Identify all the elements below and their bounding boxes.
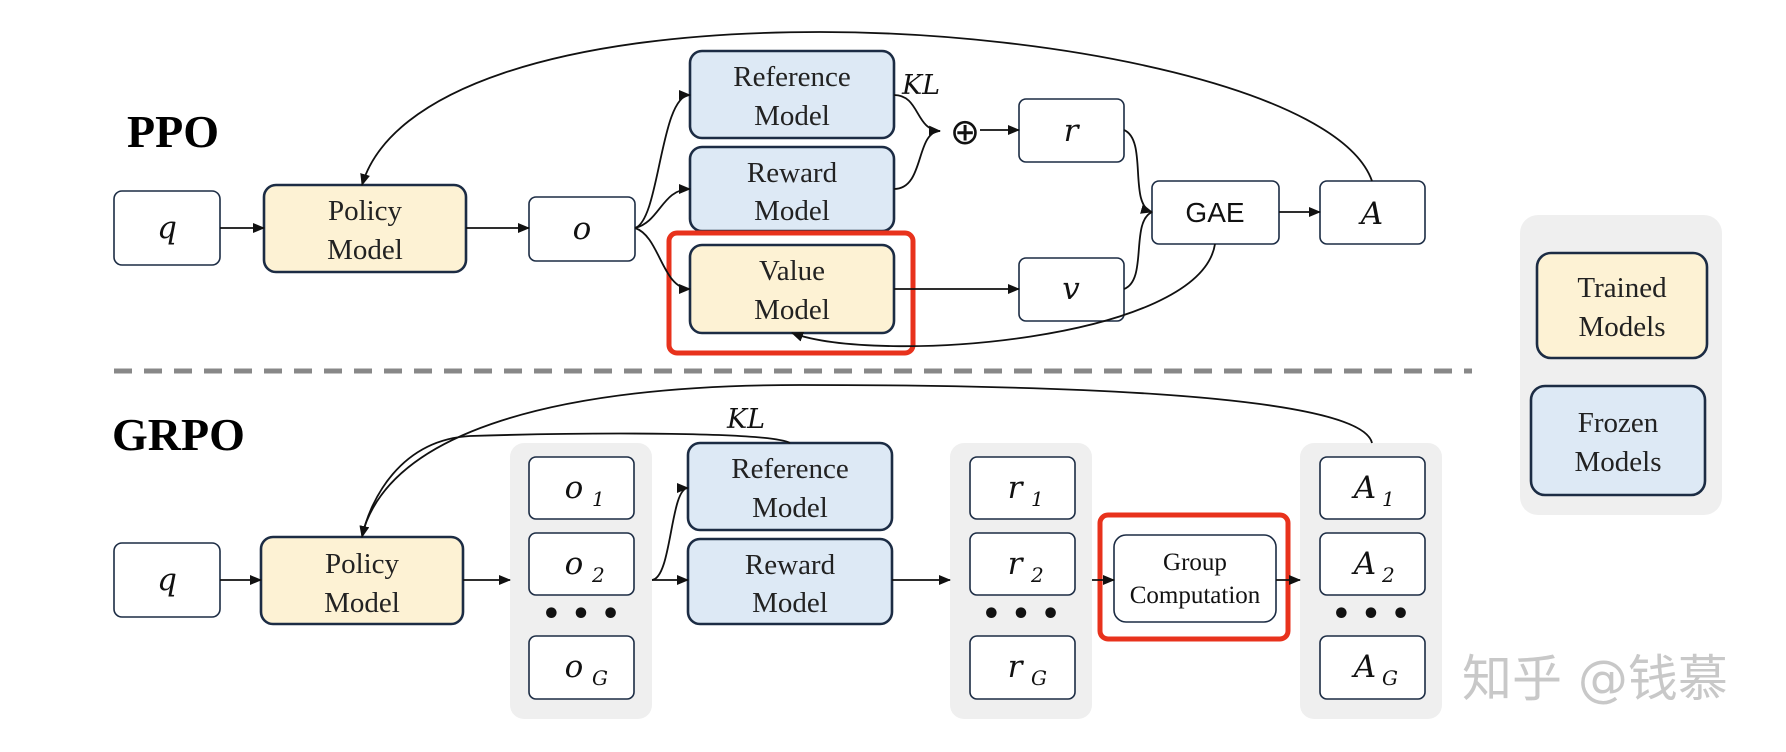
grpo-output-ellipsis: • • • (542, 597, 620, 632)
ppo-query-label: q (157, 210, 177, 246)
grpo-reference-model: Reference Model (686, 441, 894, 532)
ppo-sum-symbol: ⊕ (950, 112, 980, 153)
grpo-reward-2-sub: 2 (1030, 563, 1044, 587)
grpo-advantage-g-base: A (1351, 649, 1376, 685)
legend-frozen: Frozen Models (1529, 384, 1707, 497)
ppo-value-label-2: Model (754, 294, 830, 326)
legend-trained-label-2: Models (1579, 311, 1666, 343)
ppo-arrow-o-reference (634, 90, 691, 229)
grpo-output-1-sub: 1 (592, 487, 605, 511)
ppo-reference-label-2: Model (754, 100, 830, 132)
ppo-value-highlight (666, 230, 916, 356)
grpo-policy-label-1: Policy (325, 548, 400, 580)
ppo-arrow-a-policy (360, 31, 1373, 186)
grpo-reward-2-base: r (1008, 546, 1025, 582)
ppo-reward-model: Reward Model (688, 145, 896, 233)
grpo-title: GRPO (112, 409, 245, 460)
grpo-reward-g-base: r (1008, 649, 1025, 685)
legend-frozen-label-1: Frozen (1578, 407, 1659, 439)
grpo-reward-ellipsis: • • • (982, 597, 1060, 632)
grpo-reference-label-2: Model (752, 492, 828, 524)
watermark: 知乎 @钱慕 (1462, 650, 1728, 708)
grpo-arrow-advantages-policy (361, 384, 1373, 536)
ppo-reward-label-1: Reward (747, 157, 838, 189)
legend-trained: Trained Models (1535, 251, 1709, 360)
grpo-output-g: o G (528, 635, 635, 700)
grpo-reward-model: Reward Model (686, 537, 894, 626)
grpo-output-g-sub: G (592, 666, 608, 690)
ppo-arrow-o-reward (634, 184, 691, 229)
legend-frozen-label-2: Models (1575, 446, 1662, 478)
grpo-advantage-2-sub: 2 (1381, 563, 1395, 587)
grpo-reward-g-sub: G (1031, 666, 1047, 690)
ppo-arrow-o-value (634, 227, 691, 294)
grpo-query-label: q (157, 562, 177, 598)
grpo-output-2-base: o (565, 546, 584, 582)
grpo-reward-1: r 1 (969, 456, 1076, 520)
grpo-output-2: o 2 (528, 532, 635, 596)
grpo-advantage-1-base: A (1351, 470, 1376, 506)
ppo-arrow-reward-sum (893, 130, 941, 190)
ppo-arrow-r-gae (1123, 129, 1153, 214)
ppo-reference-label-1: Reference (733, 61, 851, 93)
ppo-arrow-reference-sum (893, 94, 941, 136)
ppo-gae-label: GAE (1185, 197, 1244, 228)
grpo-group-label-2: Computation (1130, 582, 1261, 609)
grpo-output-1-base: o (565, 470, 584, 506)
grpo-group-label-1: Group (1163, 549, 1227, 576)
grpo-advantage-2-base: A (1351, 546, 1376, 582)
ppo-policy-label-1: Policy (328, 195, 403, 227)
ppo-kl-label: KL (901, 70, 940, 101)
grpo-reward-label-2: Model (752, 587, 828, 619)
grpo-advantage-g-sub: G (1382, 666, 1398, 690)
grpo-reward-label-1: Reward (745, 549, 836, 581)
grpo-reward-1-base: r (1008, 470, 1025, 506)
ppo-output-box: o (528, 196, 636, 262)
grpo-output-1: o 1 (528, 456, 635, 520)
grpo-reward-1-sub: 1 (1031, 487, 1044, 511)
grpo-policy-label-2: Model (324, 587, 400, 619)
grpo-advantage-1-sub: 1 (1382, 487, 1395, 511)
ppo-value-label-1: Value (759, 255, 825, 287)
ppo-advantage-box: A (1319, 180, 1426, 245)
grpo-advantage-ellipsis: • • • (1332, 597, 1410, 632)
ppo-connectors (220, 31, 1373, 348)
grpo-reward-2: r 2 (969, 532, 1076, 596)
ppo-policy-label-2: Model (327, 234, 403, 266)
ppo-arrow-gae-value (791, 243, 1216, 348)
grpo-reference-label-1: Reference (731, 453, 849, 485)
grpo-connectors (220, 384, 1373, 585)
grpo-kl-label: KL (726, 404, 765, 435)
grpo-query-box: q (113, 542, 221, 618)
ppo-reference-model: Reference Model (688, 49, 896, 140)
ppo-arrow-v-gae (1123, 211, 1153, 290)
ppo-reward-symbol: r (1064, 113, 1081, 149)
ppo-query-box: q (113, 190, 221, 266)
grpo-policy-model: Policy Model (259, 535, 465, 626)
ppo-value-symbol: v (1062, 271, 1080, 307)
grpo-output-g-base: o (565, 649, 584, 685)
ppo-reward-label-2: Model (754, 195, 830, 227)
ppo-gae-box: GAE (1151, 180, 1280, 245)
grpo-reward-g: r G (969, 635, 1076, 700)
legend-trained-label-1: Trained (1577, 272, 1667, 304)
ppo-value-box: v (1018, 257, 1125, 322)
ppo-output-label: o (573, 211, 592, 247)
ppo-policy-model: Policy Model (262, 183, 468, 274)
grpo-group-computation: Group Computation (1113, 534, 1277, 623)
grpo-advantage-2: A 2 (1319, 532, 1426, 596)
grpo-output-2-sub: 2 (591, 563, 605, 587)
grpo-arrow-outputs-reference (651, 483, 689, 581)
ppo-title: PPO (127, 106, 219, 157)
ppo-reward-box: r (1018, 98, 1125, 163)
ppo-value-model: Value Model (688, 243, 896, 335)
grpo-group-highlight (1097, 512, 1291, 642)
ppo-advantage-label: A (1358, 196, 1383, 232)
grpo-advantage-g: A G (1319, 635, 1426, 700)
grpo-arrow-reference-policy (359, 432, 791, 538)
grpo-advantage-1: A 1 (1319, 456, 1426, 520)
